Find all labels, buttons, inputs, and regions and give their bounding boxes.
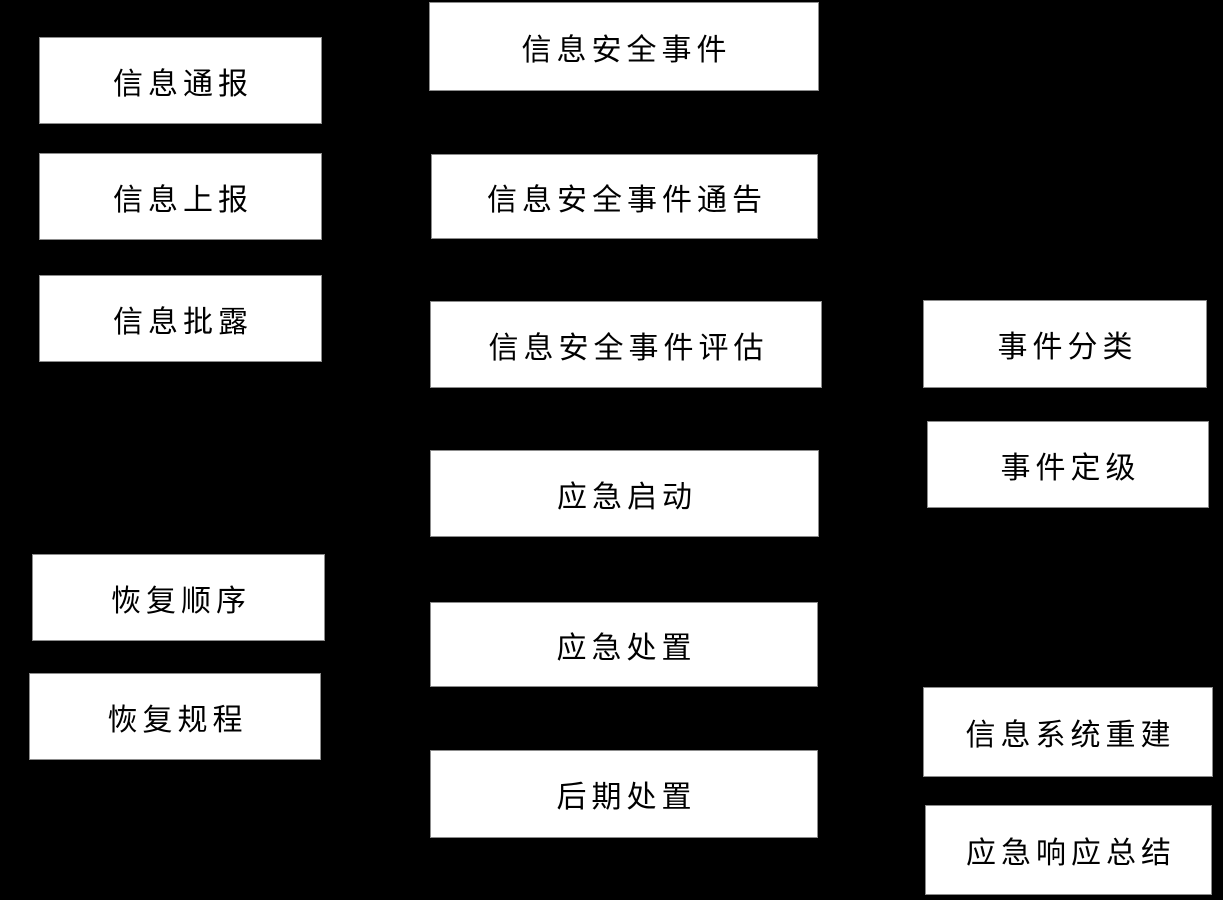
node-emergency-response-summary: 应急响应总结: [925, 805, 1212, 895]
node-info-escalation: 信息上报: [39, 153, 322, 240]
node-emergency-handling: 应急处置: [430, 602, 818, 687]
node-info-disclosure: 信息批露: [39, 275, 322, 362]
node-security-incident-assessment: 信息安全事件评估: [430, 301, 822, 388]
node-incident-classification: 事件分类: [923, 300, 1207, 388]
node-emergency-start: 应急启动: [430, 450, 819, 537]
node-security-incident: 信息安全事件: [429, 2, 819, 91]
node-info-system-rebuild: 信息系统重建: [923, 687, 1213, 777]
node-incident-grading: 事件定级: [927, 421, 1209, 508]
node-info-notification: 信息通报: [39, 37, 322, 124]
node-post-incident-handling: 后期处置: [430, 750, 818, 838]
node-security-incident-notice: 信息安全事件通告: [431, 154, 818, 239]
node-recovery-order: 恢复顺序: [32, 554, 325, 641]
node-recovery-procedure: 恢复规程: [29, 673, 321, 760]
